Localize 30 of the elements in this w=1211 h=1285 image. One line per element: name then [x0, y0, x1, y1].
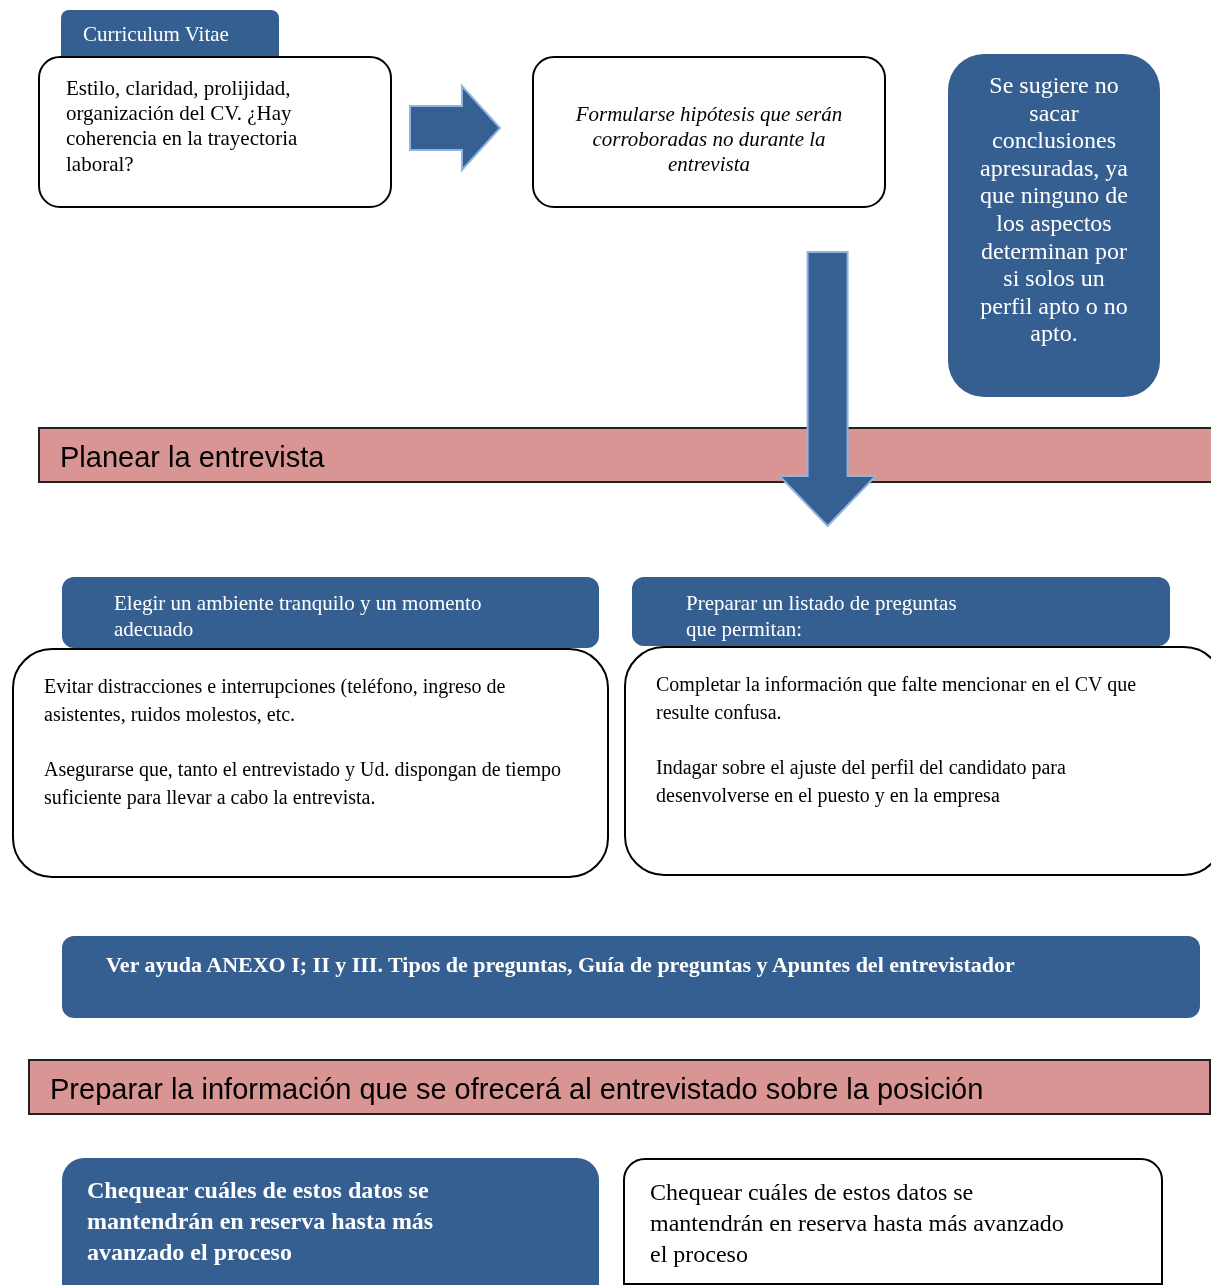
text-box: [12, 648, 609, 878]
text-box: [623, 1158, 1163, 1285]
body-text: Evitar distracciones e interrupciones (teléfono, ingreso de asistentes, ruidos molestos, etc.: [44, 674, 507, 727]
header-tab: [632, 577, 1170, 646]
section-title: Planear la entrevista: [60, 440, 326, 475]
block-arrow: [409, 83, 502, 173]
body-text: Indagar sobre el ajuste del perfil del candidato para desenvolverse en el puesto y en la empresa: [656, 755, 1067, 809]
section-band: [38, 427, 1211, 483]
block-arrow: [777, 251, 878, 528]
body-text: Asegurarse que, tanto el entrevistado y Ud. dispongan de tiempo suficiente para llevar a cabo la entrevista.: [44, 757, 563, 811]
body-text: Ver ayuda ANEXO I; II y III. Tipos de preguntas, Guía de preguntas y Apuntes del entrevistador: [106, 952, 1016, 979]
body-text: Se sugiere no sacar conclusiones apresuradas, ya que ninguno de los aspectos determinan por si solos un perfil apto o no apto.: [979, 72, 1129, 348]
note-box: [948, 54, 1160, 397]
body-text: Completar la información que falte mencionar en el CV que resulte confusa.: [656, 672, 1138, 725]
text-box: [624, 646, 1211, 876]
body-text: Chequear cuáles de estos datos se mantendrán en reserva hasta más avanzado el proceso: [650, 1178, 1065, 1270]
section-band: [28, 1059, 1211, 1115]
text-box: [38, 56, 392, 208]
header-tab: [61, 10, 279, 56]
note-box: [62, 1158, 599, 1285]
note-banner: [62, 936, 1200, 1018]
header-tab: [62, 577, 599, 648]
body-text: Formularse hipótesis que serán corroboradas no durante la entrevista: [574, 102, 844, 178]
body-text: Estilo, claridad, prolijidad, organización del CV. ¿Hay coherencia en la trayectoria laboral?: [66, 76, 299, 177]
section-title: Preparar la información que se ofrecerá al entrevistado sobre la posición: [50, 1072, 985, 1107]
body-text: Chequear cuáles de estos datos se mantendrán en reserva hasta más avanzado el proceso: [87, 1176, 435, 1268]
body-text: Elegir un ambiente tranquilo y un momento adecuado: [114, 590, 483, 643]
body-text: Preparar un listado de preguntas que permitan:: [686, 590, 958, 643]
body-text: Curriculum Vitae: [83, 22, 230, 48]
text-box: [532, 56, 886, 208]
